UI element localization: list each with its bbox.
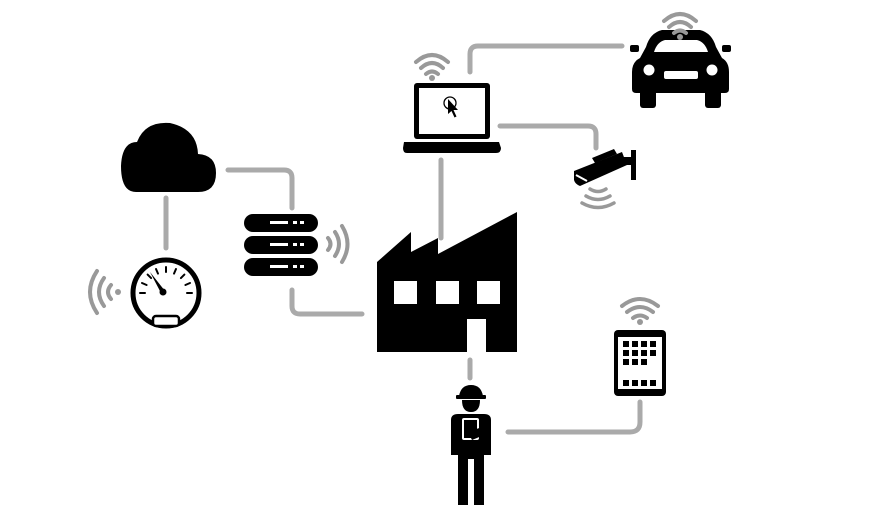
link-server-factory: [289, 287, 365, 317]
connections: [163, 43, 643, 435]
gauge-icon: [130, 257, 202, 329]
wifi-icon-server: [326, 224, 350, 264]
wifi-icon-gauge: [88, 269, 121, 315]
wifi-icon-car: [662, 12, 698, 40]
wifi-icon-tablet: [620, 297, 660, 325]
cloud-icon: [121, 122, 216, 192]
wifi-icon-camera: [580, 187, 616, 210]
wifi-icon-laptop: [414, 53, 450, 81]
cursor-icon: [443, 96, 458, 118]
security-camera-icon: [574, 149, 636, 186]
link-cloud-server: [225, 167, 295, 211]
link-laptop-camera: [497, 123, 599, 151]
factory-icon: [377, 212, 517, 352]
server-icon: [244, 214, 318, 276]
link-laptop-car: [467, 43, 625, 75]
worker-icon: [451, 385, 491, 505]
laptop-icon: [403, 83, 501, 153]
tablet-icon: [614, 330, 666, 396]
link-worker-tablet: [505, 399, 643, 435]
car-icon: [630, 30, 731, 108]
